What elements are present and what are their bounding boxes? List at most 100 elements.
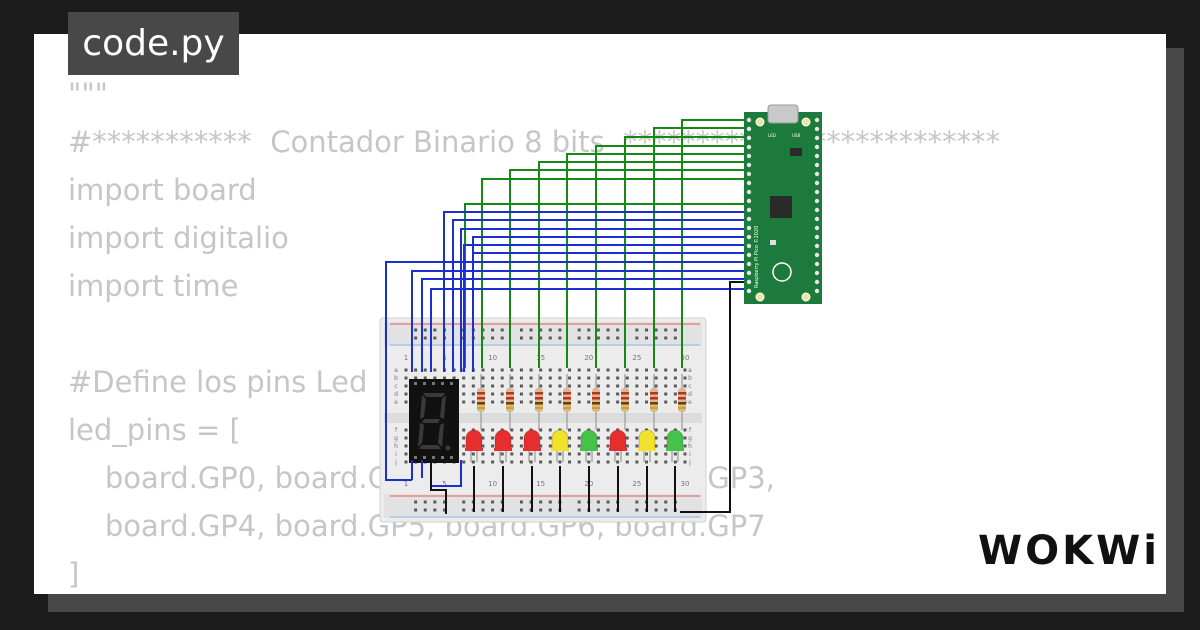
rail-hole [645, 336, 648, 340]
row-label: c [688, 383, 691, 390]
breadboard-hole [471, 452, 475, 456]
rail-hole [481, 500, 485, 504]
code-line: import time [68, 269, 239, 303]
rail-hole [558, 336, 562, 340]
resistor-band [563, 392, 571, 395]
breadboard-hole [683, 452, 687, 456]
led-green [580, 429, 598, 451]
breadboard-hole [577, 436, 581, 440]
breadboard-hole [529, 460, 533, 464]
breadboard-hole [606, 368, 610, 372]
resistor-band [592, 397, 600, 400]
breadboard-hole [404, 452, 408, 456]
breadboard-hole [423, 368, 427, 372]
led-rim [465, 448, 483, 451]
wire [411, 270, 752, 372]
resistor-band [621, 397, 629, 400]
pico-pin [746, 171, 752, 177]
code-line: ] [68, 557, 80, 591]
column-label: 15 [536, 480, 545, 488]
breadboard-hole [471, 392, 475, 396]
rail-hole [519, 336, 523, 340]
breadboard-hole [500, 384, 504, 388]
pico-pin [814, 288, 820, 294]
breadboard-hole [404, 400, 408, 404]
column-label: 30 [681, 354, 690, 362]
breadboard-hole [404, 368, 408, 372]
breadboard-hole [596, 452, 600, 456]
breadboard-hole [558, 376, 562, 380]
breadboard-hole [616, 392, 620, 396]
wire [481, 178, 752, 368]
breadboard-hole [587, 428, 591, 432]
breadboard-hole [500, 400, 504, 404]
resistor-band [678, 402, 686, 405]
resistor-band [563, 402, 571, 405]
breadboard-hole [635, 460, 639, 464]
breadboard-hole [625, 368, 629, 372]
breadboard-hole [654, 376, 658, 380]
breadboard-hole [529, 452, 533, 456]
breadboard-hole [616, 400, 620, 404]
row-label: j [394, 459, 397, 466]
pico-pin [814, 117, 820, 123]
breadboard-hole [683, 376, 687, 380]
breadboard-hole [606, 452, 610, 456]
seven-segment-digit [418, 393, 451, 451]
breadboard-hole [664, 368, 668, 372]
pico-pin [746, 279, 752, 285]
row-label: c [394, 383, 397, 390]
pico-pin [814, 252, 820, 258]
breadboard-hole [654, 452, 658, 456]
breadboard-hole [577, 400, 581, 404]
breadboard-hole [596, 428, 600, 432]
breadboard-hole [568, 428, 572, 432]
resistor-band [650, 402, 658, 405]
pico-pin [814, 207, 820, 213]
row-label: b [688, 375, 692, 382]
breadboard-hole [414, 376, 418, 380]
breadboard-hole [404, 436, 408, 440]
breadboard-hole [673, 392, 677, 396]
rail-hole [587, 328, 591, 332]
breadboard-hole [539, 376, 543, 380]
rail-hole [596, 508, 600, 512]
rail-hole [500, 328, 504, 332]
column-label: 1 [404, 480, 408, 488]
resistor-band [678, 392, 686, 395]
resistor-band [477, 397, 485, 400]
pico-pin [814, 216, 820, 222]
wire [430, 460, 447, 514]
breadboard-hole [500, 428, 504, 432]
rail-hole [433, 500, 437, 504]
breadboard-hole [673, 376, 677, 380]
pico-pin [746, 225, 752, 231]
breadboard-hole [481, 460, 485, 464]
breadboard-hole [500, 376, 504, 380]
wire [624, 136, 752, 368]
code-line: led_pins = [ [68, 413, 241, 447]
column-label: 25 [632, 354, 641, 362]
breadboard-hole [510, 384, 514, 388]
breadboard-hole [664, 444, 668, 448]
row-label: f [395, 427, 398, 434]
row-label: d [688, 391, 692, 398]
breadboard-hole [519, 444, 523, 448]
rail-hole [491, 336, 495, 340]
rail-hole [500, 336, 504, 340]
breadboard-hole [442, 376, 446, 380]
rail-hole [539, 336, 543, 340]
breadboard-hole [529, 400, 533, 404]
pico-pin [814, 144, 820, 150]
resistor-band [506, 402, 514, 405]
row-label: b [394, 375, 398, 382]
pico-pin [746, 153, 752, 159]
breadboard-hole [596, 376, 600, 380]
usb-connector [767, 104, 799, 124]
breadboard-hole [596, 460, 600, 464]
breadboard-hole [577, 444, 581, 448]
file-tab[interactable]: code.py [68, 12, 239, 75]
led-rim [609, 448, 627, 451]
breadboard-hole [568, 376, 572, 380]
breadboard-hole [645, 460, 648, 464]
